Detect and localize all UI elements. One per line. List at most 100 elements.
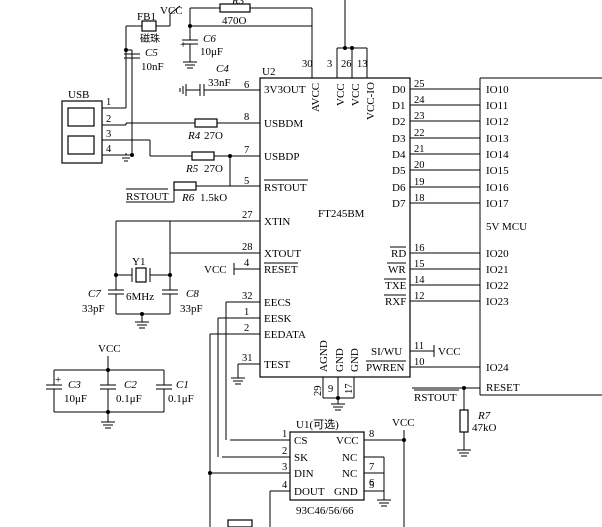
u2-chip: U2 FT245BM 6 3V3OUT 8 USBDM 7 USBDP 5 RS… <box>150 0 480 411</box>
mcu-pin: IO11 <box>486 100 508 112</box>
u2-pin-name: D2 <box>392 116 405 128</box>
u2-pin-name: GND <box>334 348 346 372</box>
ground-icon <box>101 421 115 429</box>
u1-pin-name: NC <box>342 468 357 480</box>
ground-icon <box>135 321 149 329</box>
u1-pin-num: 7 <box>369 462 374 473</box>
c3-value: 10μF <box>64 393 87 405</box>
usb-label: USB <box>68 89 89 101</box>
u2-pin-num: 31 <box>242 353 253 364</box>
u2-pin-num: 6 <box>244 80 249 91</box>
mcu-pin: IO10 <box>486 84 509 96</box>
mcu-name: 5V MCU <box>486 221 527 233</box>
u2-pin-name: GND <box>349 348 361 372</box>
mcu-pin: IO12 <box>486 116 509 128</box>
u2-pin-num: 30 <box>302 59 313 70</box>
u2-pin-num: 4 <box>244 258 250 269</box>
mcu-pin: IO17 <box>486 198 509 210</box>
u1-pin-name: NC <box>342 452 357 464</box>
u2-pin-num: 13 <box>357 59 368 70</box>
ground-icon <box>183 61 197 69</box>
mcu-pin: IO16 <box>486 182 509 194</box>
c6-plus: + <box>180 39 186 51</box>
fb1-ref: FB1 <box>137 11 156 23</box>
r5-body <box>191 151 215 161</box>
vcc-label: VCC <box>438 346 461 358</box>
c1-ref: C1 <box>176 379 189 391</box>
u2-pin-name: EESK <box>264 313 292 325</box>
u2-pin-name: D5 <box>392 165 406 177</box>
u2-pin-num: 17 <box>344 384 355 395</box>
c6-ref: C6 <box>203 33 216 45</box>
u2-pin-name: USBDP <box>264 151 299 163</box>
c6-capacitor: + C6 10μF <box>180 8 312 69</box>
r3-body <box>219 3 251 13</box>
mcu-pin: IO22 <box>486 280 509 292</box>
u2-pin-num: 7 <box>244 145 249 156</box>
r7-resistor <box>459 409 469 433</box>
u2-pin-name: XTIN <box>264 216 290 228</box>
mcu-pin: IO15 <box>486 165 509 177</box>
vcc-label: VCC <box>160 5 183 17</box>
r3-resistor: R3 470O <box>190 0 313 27</box>
u2-pin-num: 28 <box>242 242 253 253</box>
usb-pin-num: 2 <box>106 114 111 125</box>
y1-ref: Y1 <box>132 256 145 268</box>
r5-value: 27O <box>204 163 223 175</box>
c1-value: 0.1μF <box>168 393 194 405</box>
decoupling-caps: VCC + C3 10μF C2 0.1μF C1 0.1μF <box>46 343 194 429</box>
r5-resistor: R5 27O <box>185 151 230 175</box>
u2-pin-num: 5 <box>244 176 249 187</box>
r4-body <box>194 118 218 128</box>
c5-capacitor: C5 10nF <box>124 47 164 157</box>
u2-pin-name: VCC-IO <box>365 82 377 120</box>
u2-pin-name: RSTOUT <box>264 182 307 194</box>
y1-value: 6MHz <box>126 291 154 303</box>
u1-pin-num: 8 <box>369 429 374 440</box>
mcu-pin: IO13 <box>486 133 509 145</box>
u2-pin-name: AGND <box>318 340 330 372</box>
u2-pin-num: 10 <box>414 357 425 368</box>
ground-icon <box>331 403 345 411</box>
u1-body <box>289 431 365 501</box>
u2-pin-name: D4 <box>392 149 406 161</box>
u2-body <box>259 77 411 378</box>
mcu-pin: RESET <box>486 382 520 394</box>
u1-pin-num: 1 <box>282 429 287 440</box>
fb1-ferrite: FB1 磁珠 VCC <box>137 5 183 45</box>
usb-connector: USB 1 2 3 4 <box>61 25 195 164</box>
r6-ref: R6 <box>181 192 195 204</box>
u2-bottom-pins: AGND GND GND 29 9 17 <box>313 340 361 411</box>
ground-icon <box>457 449 471 457</box>
u2-pin-num: 15 <box>414 259 425 270</box>
u1-pin-num: 3 <box>282 462 287 473</box>
test-ground <box>231 364 245 385</box>
ground-icon <box>231 377 245 385</box>
u2-pin-name: D3 <box>392 133 406 145</box>
fb1-body <box>141 20 157 32</box>
u1-pin-num: 6 <box>369 478 374 489</box>
r7-ref: R7 <box>477 410 491 422</box>
u2-part: FT245BM <box>318 208 365 220</box>
mcu-pin: IO21 <box>486 264 509 276</box>
u2-pin-name: XTOUT <box>264 248 301 260</box>
u2-pin-name: RESET <box>264 264 298 276</box>
r6-resistor: R6 1.5kO RSTOUT <box>126 154 237 204</box>
u2-pin-name: TEST <box>264 359 291 371</box>
y1-crystal: Y1 6MHz C7 33pF C8 33pF <box>82 220 203 329</box>
rstout-net-label: RSTOUT <box>414 392 457 404</box>
u2-pin-num: 2 <box>244 323 249 334</box>
u1-eeprom: U1(可选) 93C46/56/66 CS SK DIN DOUT VCC NC… <box>208 302 415 527</box>
u2-pin-num: 9 <box>328 384 333 395</box>
u1-part: 93C46/56/66 <box>296 505 354 517</box>
u2-pin-num: 11 <box>414 341 424 352</box>
u2-pin-name: D7 <box>392 198 406 210</box>
fb1-value: 磁珠 <box>140 32 160 45</box>
ground-icon <box>377 499 391 507</box>
usb-pin-num: 1 <box>106 97 111 108</box>
u2-pin-num: 1 <box>244 307 249 318</box>
mcu-pin: IO23 <box>486 296 509 308</box>
r6-value: 1.5kO <box>200 192 227 204</box>
u2-pin-num: 32 <box>242 291 253 302</box>
u1-pin-name: DIN <box>294 468 314 480</box>
